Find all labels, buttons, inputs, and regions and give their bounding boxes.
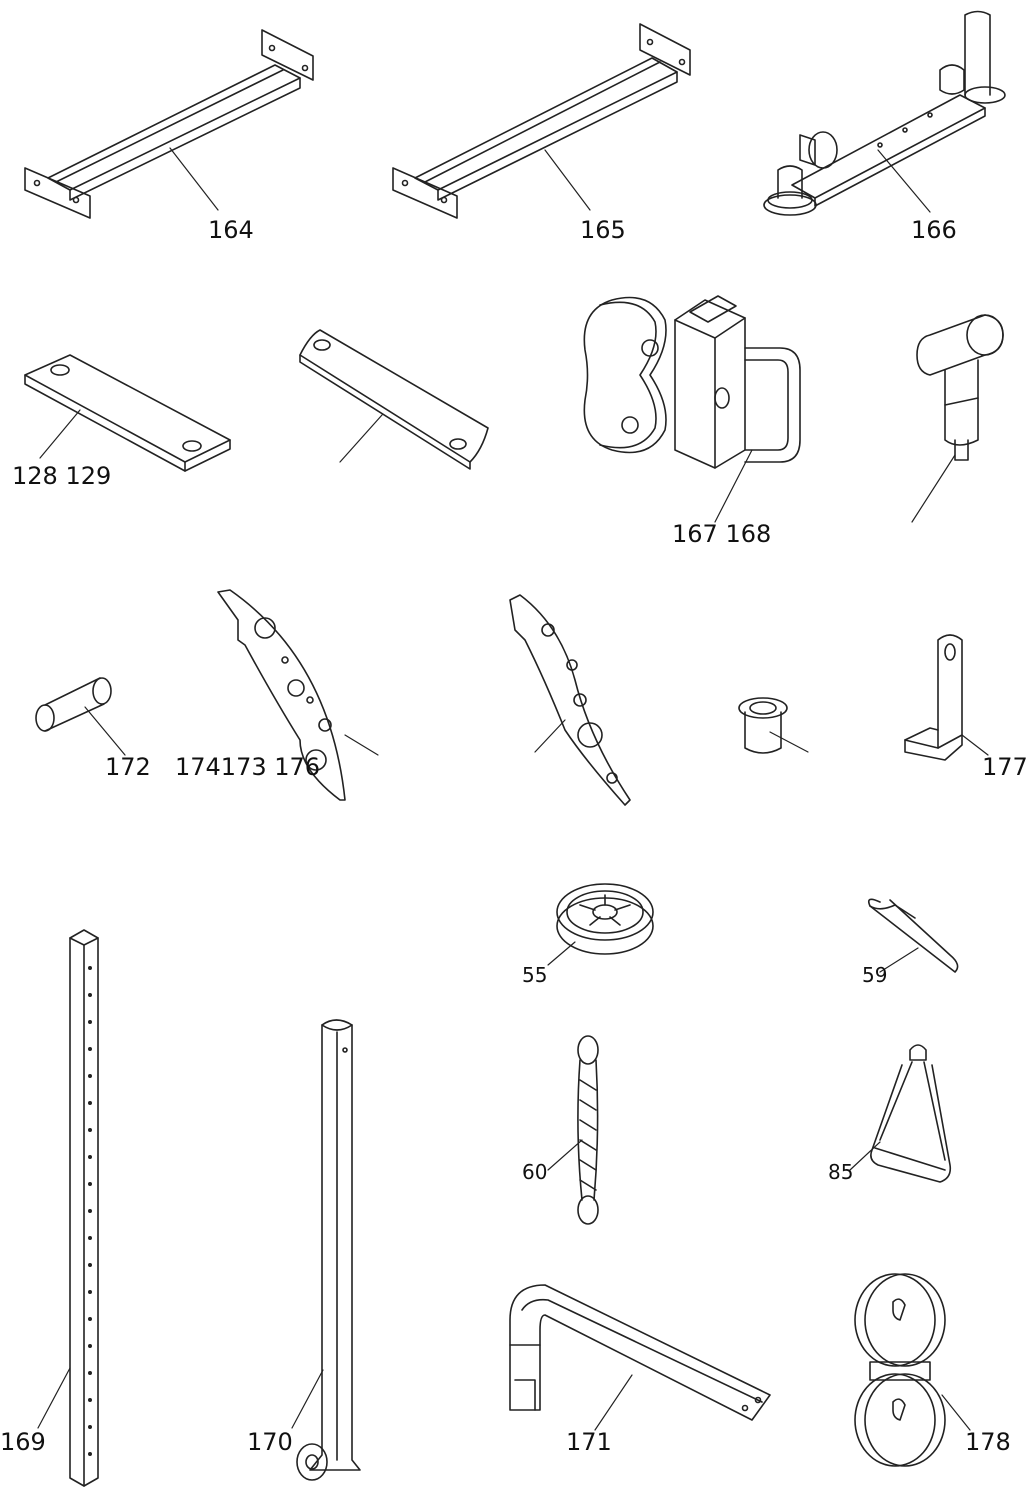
part-curved-plate: [299, 329, 489, 470]
part-166-pulley-arm: [763, 10, 1006, 216]
label-165: 165: [580, 216, 626, 244]
part-side-plate-left: [217, 589, 379, 801]
label-177: 177: [982, 753, 1026, 781]
part-128-129-plate: [24, 354, 231, 472]
part-side-plate-right: [509, 594, 631, 806]
label-59: 59: [862, 963, 888, 987]
part-170-upright: [291, 1019, 361, 1481]
part-pop-pin: [911, 314, 1004, 523]
label-167-168: 167 168: [672, 520, 772, 548]
label-166: 166: [911, 216, 957, 244]
label-164: 164: [208, 216, 254, 244]
label-178: 178: [965, 1428, 1011, 1456]
label-85: 85: [828, 1160, 854, 1184]
label-55: 55: [522, 963, 548, 987]
part-171-j-arm: [509, 1284, 771, 1431]
label-170: 170: [247, 1428, 293, 1456]
part-59-spring-clip: [867, 898, 959, 973]
part-178-pulley-block: [854, 1273, 971, 1467]
label-60: 60: [522, 1160, 548, 1184]
label-169: 169: [0, 1428, 46, 1456]
part-55-pulley: [547, 883, 654, 966]
label-128-129: 128 129: [12, 462, 112, 490]
label-172: 172: [105, 753, 151, 781]
part-165-crossbar: [392, 23, 691, 219]
part-60-strap: [547, 1035, 599, 1225]
part-85-stirrup-handle: [849, 1044, 952, 1183]
part-172-tube: [35, 677, 126, 756]
part-167-168-pulley-bracket: [583, 295, 801, 523]
part-177-l-bracket: [904, 634, 989, 761]
part-bushing: [738, 697, 809, 754]
part-164-crossbar: [24, 29, 314, 219]
label-174-173-176: 174173 176: [175, 753, 321, 781]
part-169-upright: [37, 929, 99, 1487]
label-171: 171: [566, 1428, 612, 1456]
